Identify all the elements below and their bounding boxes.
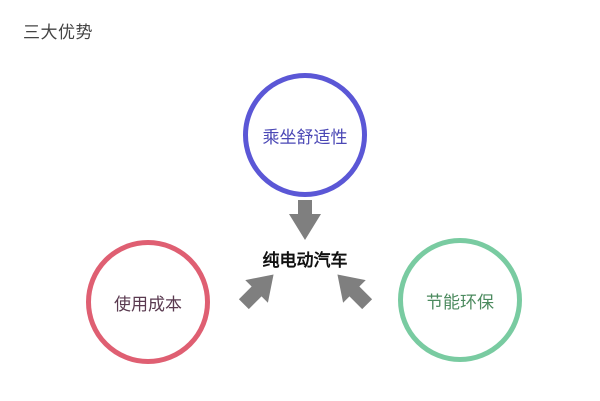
node-cost: 使用成本 bbox=[86, 240, 210, 364]
node-comfort-label: 乘坐舒适性 bbox=[262, 127, 348, 148]
arrow-up-right-icon bbox=[238, 274, 274, 310]
node-eco: 节能环保 bbox=[398, 238, 522, 362]
node-cost-label: 使用成本 bbox=[114, 294, 182, 315]
node-comfort: 乘坐舒适性 bbox=[243, 73, 367, 197]
arrow-up-left-icon bbox=[337, 274, 373, 310]
arrow-down-icon bbox=[289, 200, 321, 240]
center-label: 纯电动汽车 bbox=[262, 251, 348, 271]
diagram-title: 三大优势 bbox=[23, 23, 93, 43]
node-eco-label: 节能环保 bbox=[426, 292, 494, 313]
